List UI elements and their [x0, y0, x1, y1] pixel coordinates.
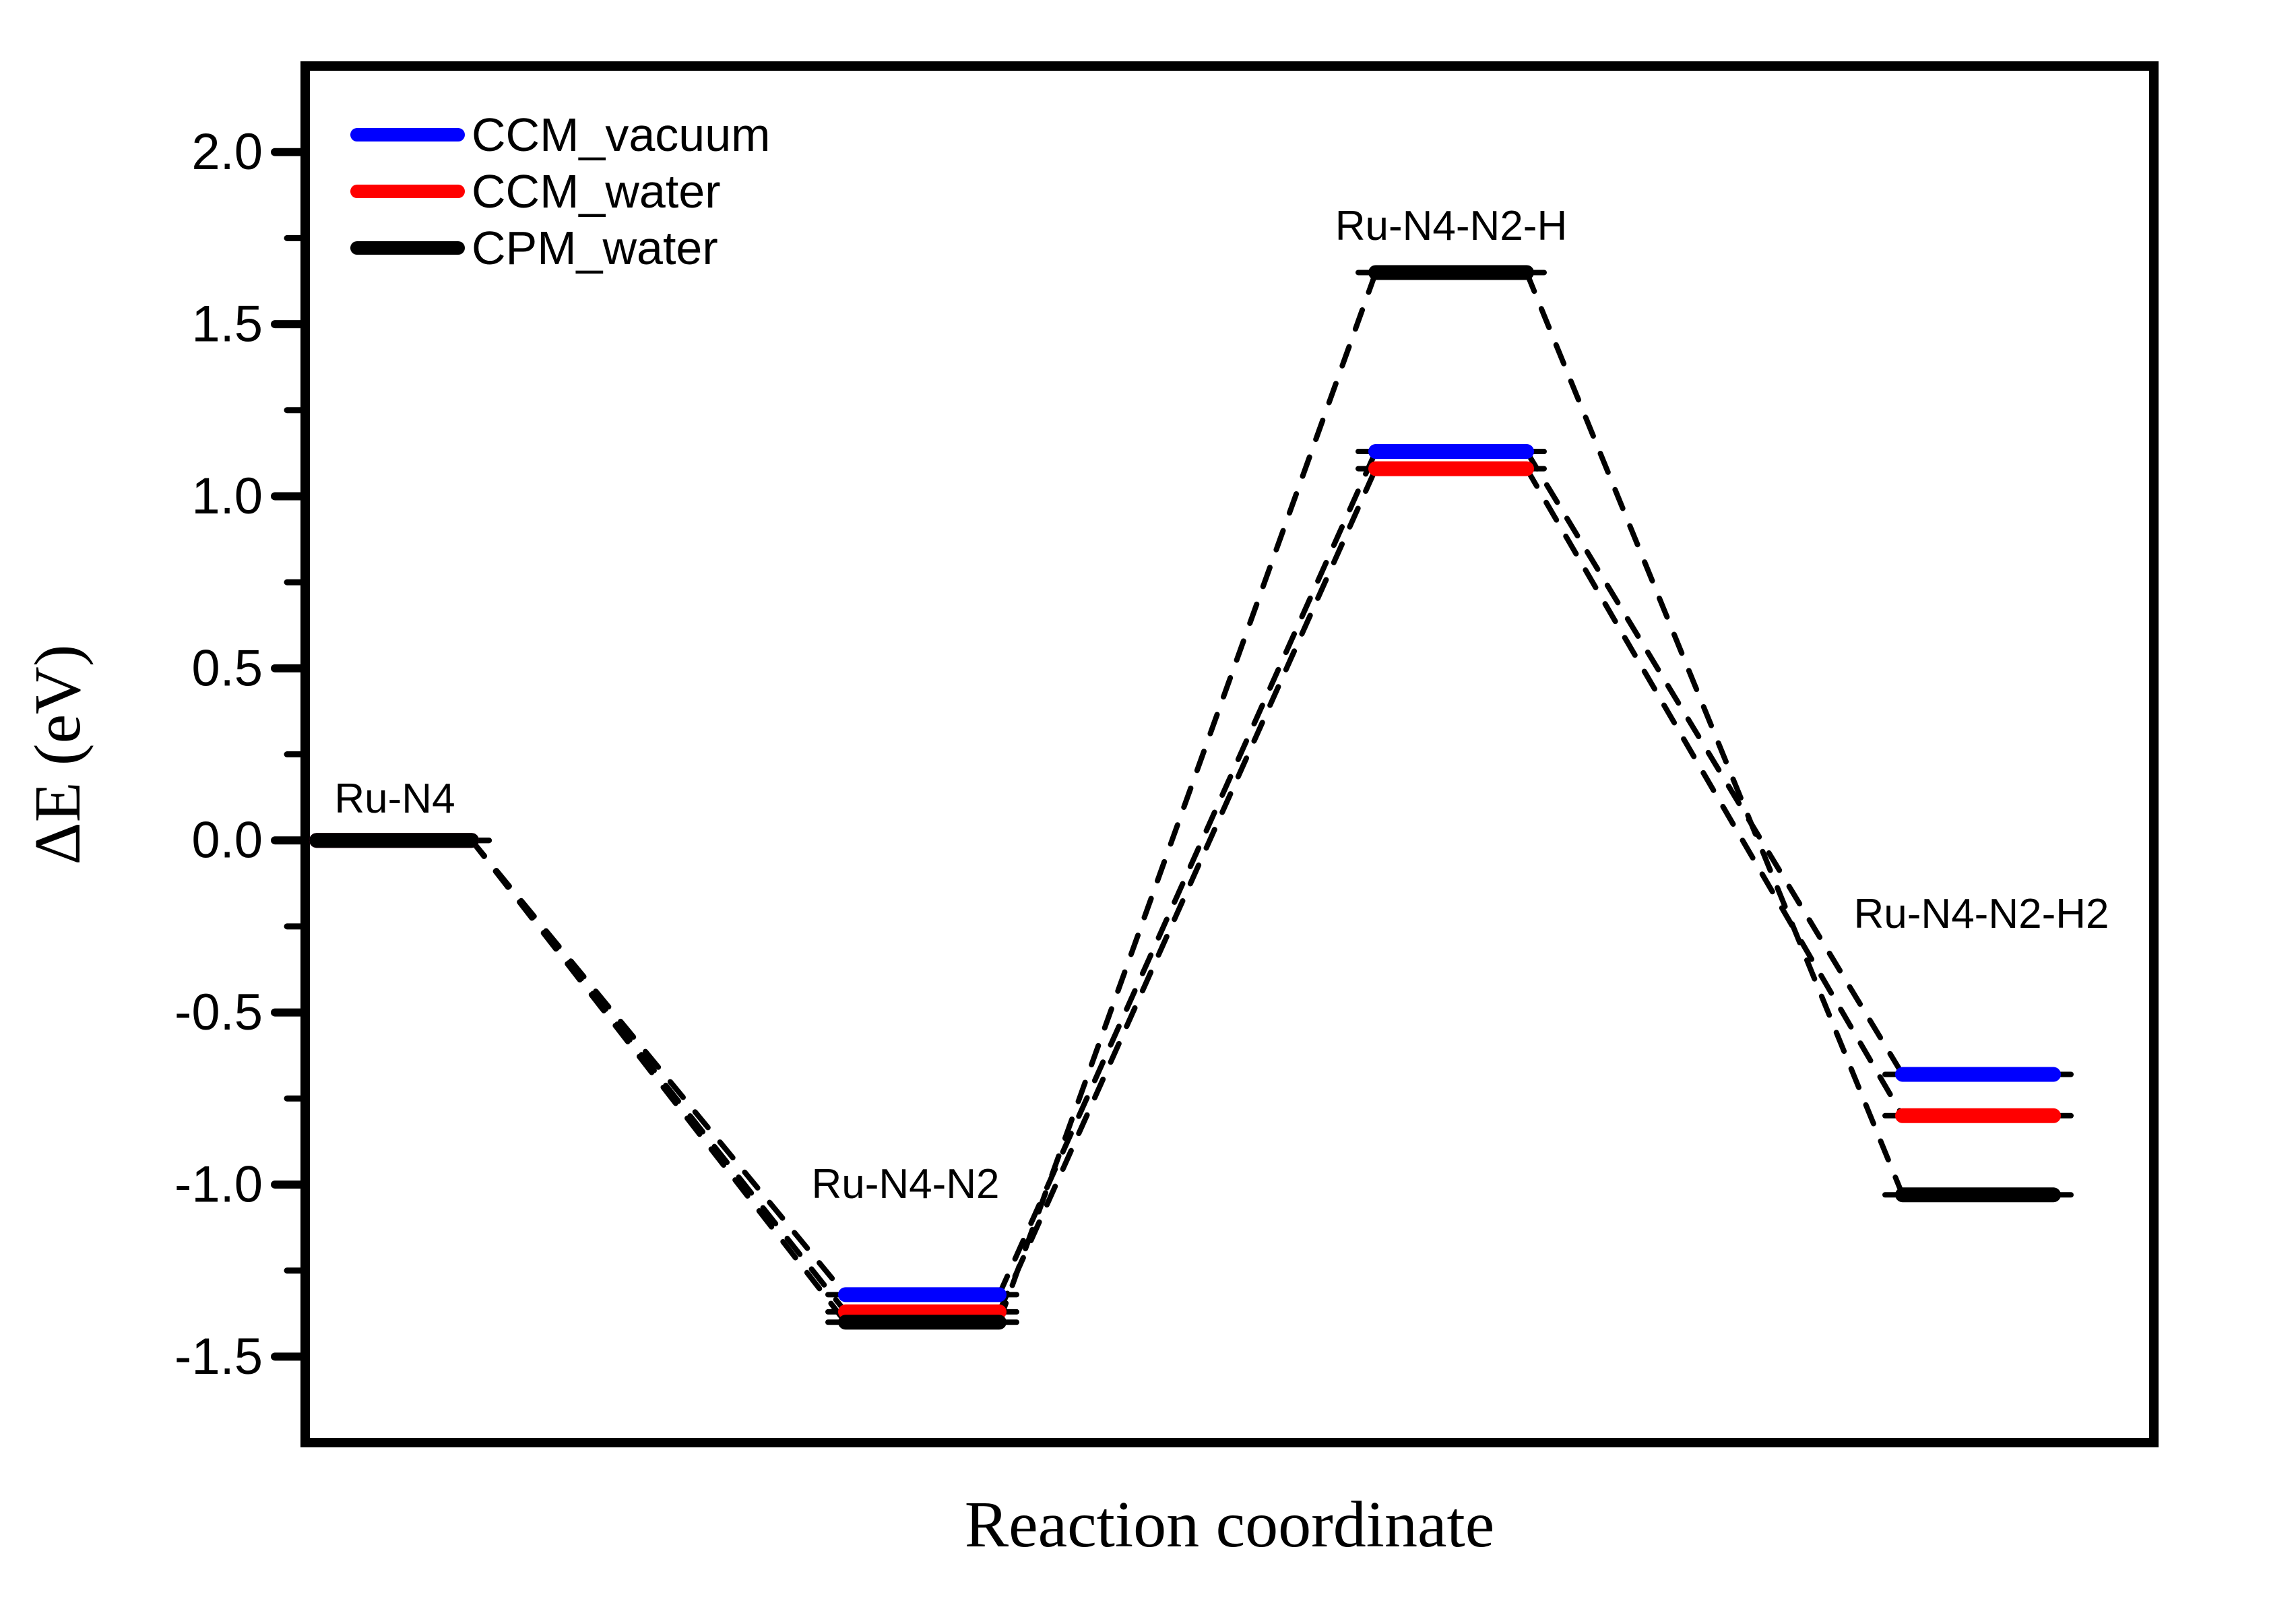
connector-CCM_water-seg1 [996, 466, 1378, 1315]
state-label-ru-n4-n2: Ru-N4-N2 [811, 1161, 999, 1207]
state-label-ru-n4: Ru-N4 [334, 776, 455, 822]
connector-CPM_water-seg1 [996, 270, 1378, 1325]
axes-group: 2.0 1.5 1.0 0.5 0.0 -0.5 -1.0 -1.5 [174, 61, 2159, 1447]
levels-group [296, 265, 2074, 1330]
y-tick-label: 0.5 [191, 639, 263, 697]
y-tick-label: -1.0 [174, 1156, 263, 1213]
legend: CCM_vacuum CCM_water CPM_water [350, 108, 770, 274]
y-tick-label: 1.5 [191, 296, 263, 353]
legend-label-cpm-water: CPM_water [472, 222, 718, 274]
state-label-ru-n4-n2-h2: Ru-N4-N2-H2 [1854, 891, 2109, 937]
y-tick-label: 0.0 [191, 812, 263, 869]
x-axis-title: Reaction coordinate [965, 1488, 1494, 1561]
connector-CPM_water-seg2 [1524, 270, 1905, 1198]
legend-label-ccm-vacuum: CCM_vacuum [472, 108, 770, 161]
y-tick-label: 1.0 [191, 468, 263, 525]
y-tick-label: -0.5 [174, 984, 263, 1041]
legend-label-ccm-water: CCM_water [472, 165, 721, 218]
connector-CCM_water-seg2 [1524, 466, 1905, 1119]
connector-CPM_water-seg0 [469, 838, 848, 1325]
y-tick-label: -1.5 [174, 1328, 263, 1385]
connector-CCM_vacuum-seg2 [1524, 449, 1905, 1077]
y-axis-title: ΔE (eV) [22, 645, 94, 865]
y-tick-label: 2.0 [191, 123, 263, 181]
connector-CCM_vacuum-seg1 [996, 449, 1378, 1298]
state-label-ru-n4-n2-h: Ru-N4-N2-H [1335, 203, 1567, 249]
